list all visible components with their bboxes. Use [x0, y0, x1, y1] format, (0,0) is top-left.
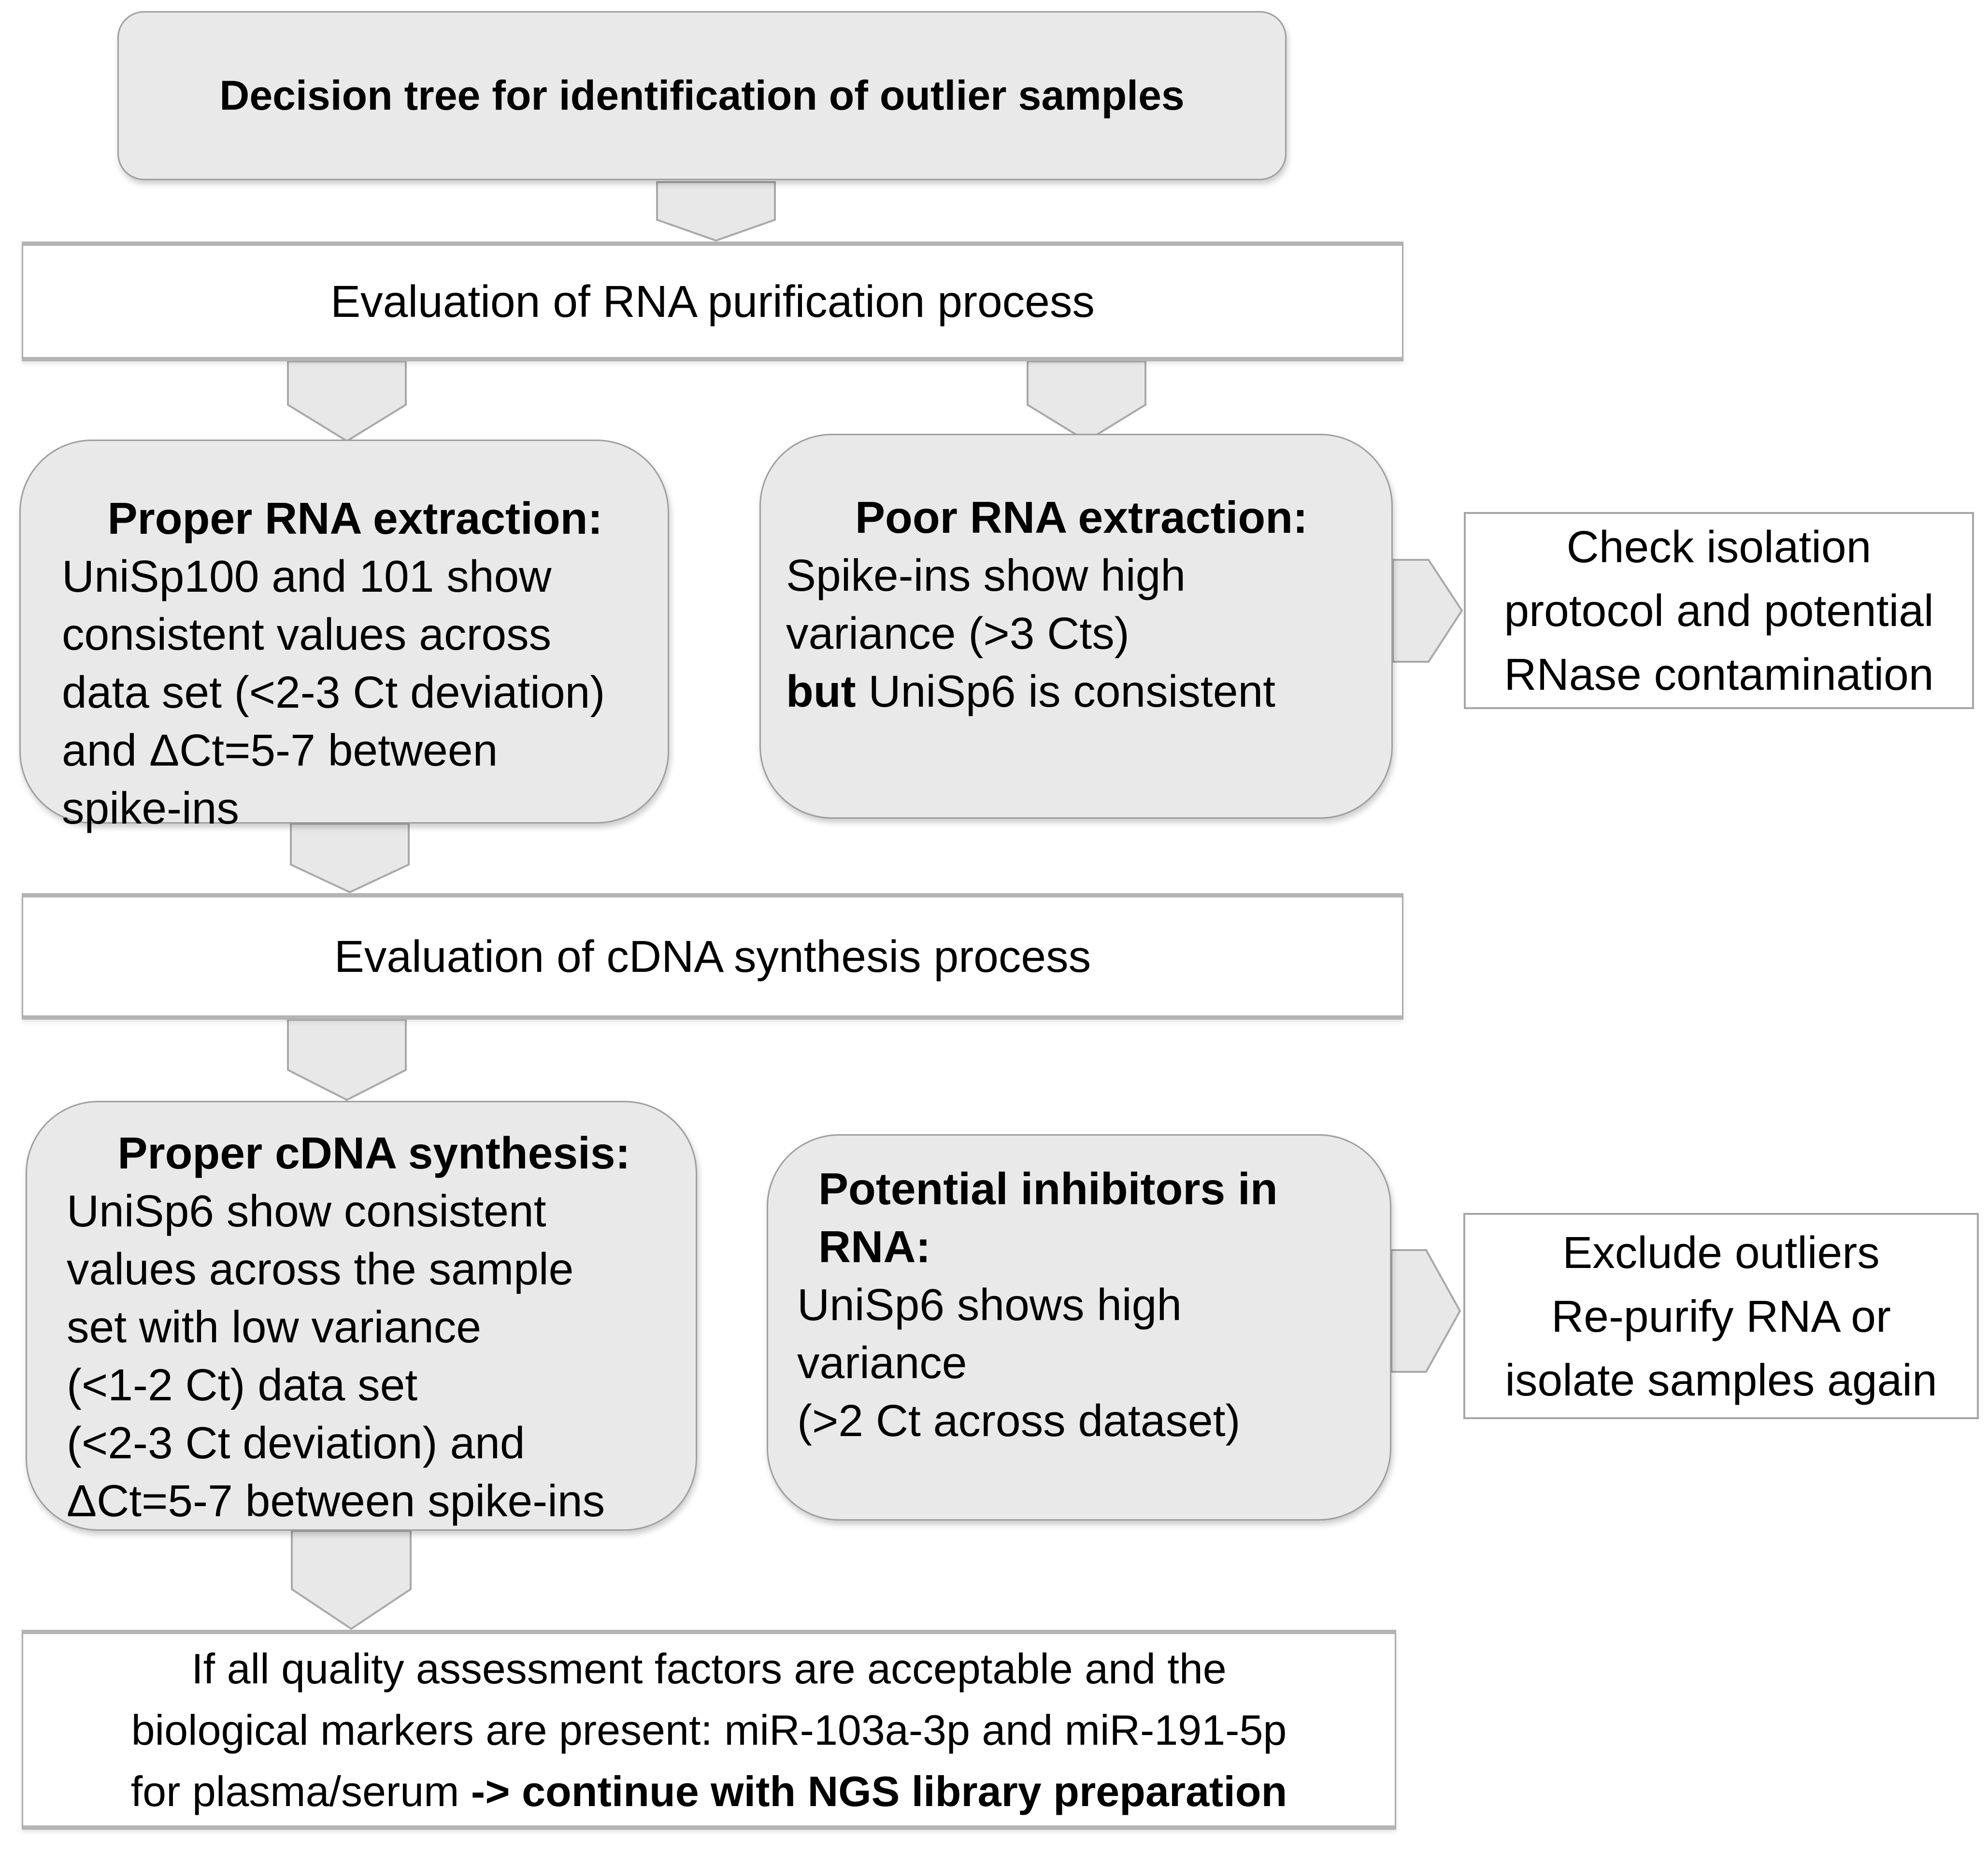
poor-rna-body-before: Spike-ins show high variance (>3 Cts): [786, 550, 1186, 658]
eval-rna-purification-box: Evaluation of RNA purification process: [22, 242, 1403, 361]
poor-rna-body-after: UniSp6 is consistent: [856, 666, 1276, 716]
arrow-down-icon: [1027, 360, 1146, 442]
arrow-right-icon: [1390, 1249, 1461, 1373]
check-isolation-text: Check isolation protocol and potential R…: [1504, 522, 1934, 699]
final-quality-box: If all quality assessment factors are ac…: [22, 1630, 1396, 1830]
proper-cdna-synthesis-box: Proper cDNA synthesis: UniSp6 show consi…: [26, 1101, 697, 1531]
potential-inhibitors-box: Potential inhibitors in RNA: UniSp6 show…: [767, 1134, 1391, 1521]
title-box: Decision tree for identification of outl…: [117, 11, 1287, 180]
exclude-outliers-text: Exclude outliers Re-purify RNA or isolat…: [1505, 1227, 1937, 1405]
final-bold-text: -> continue with NGS library preparation: [471, 1767, 1287, 1815]
potential-inhibitors-heading: Potential inhibitors in RNA:: [818, 1164, 1278, 1272]
potential-inhibitors-body: UniSp6 shows high variance (>2 Ct across…: [797, 1280, 1241, 1446]
arrow-down-icon: [291, 1530, 412, 1630]
eval-rna-purification-label: Evaluation of RNA purification process: [330, 276, 1095, 327]
arrow-right-icon: [1392, 559, 1463, 663]
proper-rna-extraction-body: UniSp100 and 101 show consistent values …: [62, 551, 605, 833]
eval-cdna-synthesis-box: Evaluation of cDNA synthesis process: [22, 893, 1403, 1020]
poor-rna-extraction-heading: Poor RNA extraction:: [855, 492, 1308, 542]
proper-rna-extraction-box: Proper RNA extraction: UniSp100 and 101 …: [19, 440, 669, 833]
arrow-down-icon: [287, 1019, 407, 1101]
exclude-outliers-box: Exclude outliers Re-purify RNA or isolat…: [1463, 1213, 1979, 1419]
final-quality-text: If all quality assessment factors are ac…: [131, 1638, 1287, 1822]
arrow-down-icon: [287, 360, 407, 442]
arrow-down-icon: [656, 181, 776, 242]
poor-rna-extraction-box: Poor RNA extraction: Spike-ins show high…: [759, 434, 1393, 819]
poor-rna-bold-word: but: [786, 666, 856, 716]
proper-cdna-synthesis-body: UniSp6 show consistent values across the…: [67, 1186, 605, 1526]
proper-rna-extraction-heading: Proper RNA extraction:: [107, 493, 603, 543]
proper-cdna-synthesis-heading: Proper cDNA synthesis:: [117, 1128, 630, 1178]
check-isolation-box: Check isolation protocol and potential R…: [1464, 512, 1974, 709]
title-text: Decision tree for identification of outl…: [219, 72, 1185, 119]
final-regular-text: If all quality assessment factors are ac…: [130, 1644, 1287, 1815]
poor-rna-extraction-body: Spike-ins show high variance (>3 Cts) bu…: [786, 546, 1377, 720]
eval-cdna-synthesis-label: Evaluation of cDNA synthesis process: [334, 931, 1091, 982]
arrow-down-icon: [290, 823, 410, 894]
